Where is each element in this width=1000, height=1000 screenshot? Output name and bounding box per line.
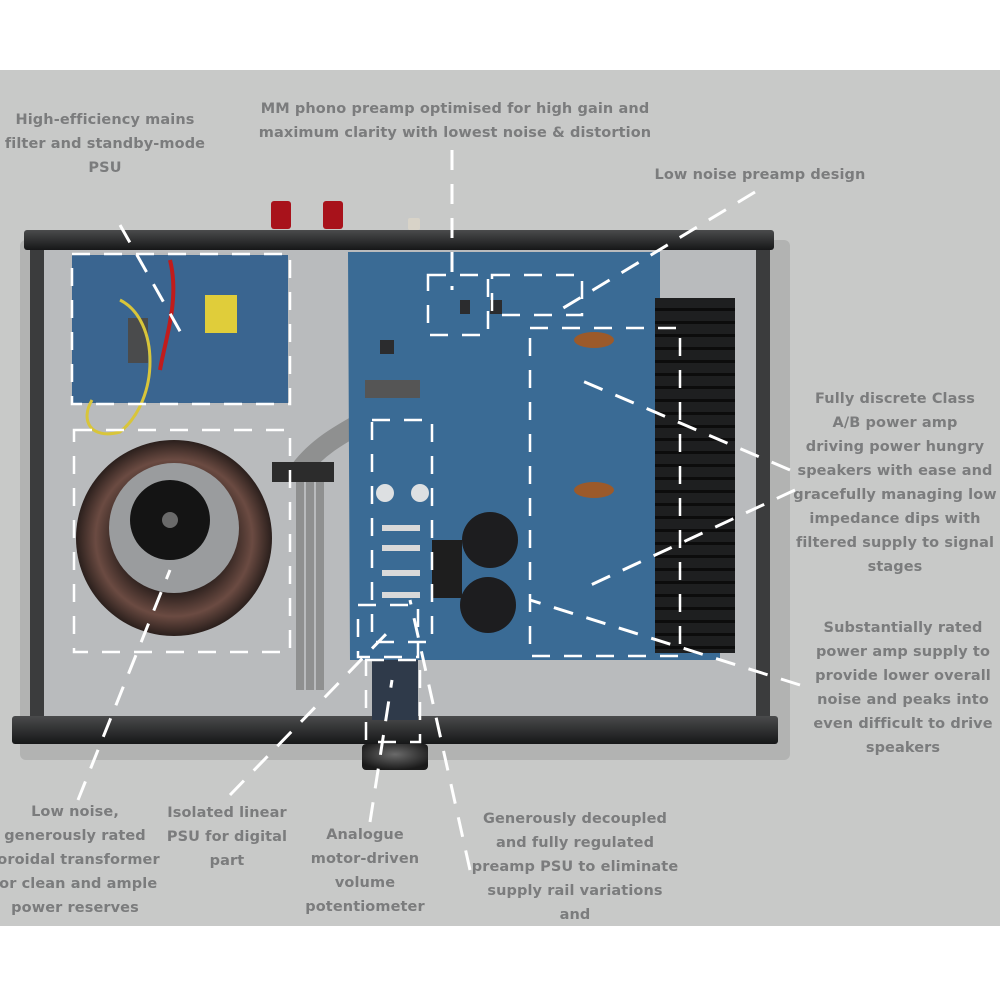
chassis-left-wall [30, 240, 44, 720]
fuse-3 [382, 570, 420, 576]
psu-filter-block [128, 318, 148, 363]
highlight-boxes [70, 252, 682, 744]
ribbon-connector [365, 380, 420, 398]
infographic-canvas: High-efficiency mains filter and standby… [0, 70, 1000, 926]
highlight-preamp [490, 273, 584, 317]
leader-preamp [559, 190, 756, 312]
output-inductor-2 [574, 482, 614, 498]
rear-terminal-rca [408, 218, 420, 230]
highlight-phono [426, 273, 490, 337]
highlight-preamp-psu [370, 418, 434, 644]
power-amp-heatsink [655, 298, 735, 653]
leader-power-supply [529, 598, 801, 687]
ribbon-cable [296, 470, 324, 690]
leader-toroid [76, 569, 172, 801]
rear-terminal-red-1 [271, 201, 291, 229]
psu-wire-yellow [85, 298, 152, 436]
leader-lines [76, 150, 801, 871]
reservoir-cap-2 [460, 577, 516, 633]
callout-mains-psu: High-efficiency mains filter and standby… [4, 112, 206, 176]
output-inductor-1 [574, 332, 614, 348]
highlight-toroid [72, 428, 292, 654]
rear-terminal-red-2 [323, 201, 343, 229]
highlight-power-amp [528, 326, 682, 658]
callout-volume: Analogue motor-driven volume potentiomet… [305, 827, 425, 915]
volume-potentiometer [372, 660, 418, 720]
callout-preamp-psu: Generously decoupled and fully regulated… [471, 811, 679, 923]
leader-mains-psu [118, 224, 187, 341]
leader-digital-psu [228, 628, 392, 797]
chassis-front-rail [12, 716, 778, 744]
callout-preamp: Low noise preamp design [654, 167, 866, 183]
highlight-mains-psu [70, 252, 292, 406]
fuse-4 [382, 592, 420, 598]
leader-power-amp-2 [579, 488, 796, 592]
amplifier-illustration [12, 150, 801, 871]
leader-volume [368, 679, 394, 823]
highlight-volume [364, 658, 422, 744]
preamp-ic-1 [460, 300, 470, 314]
small-cap-1 [376, 484, 394, 502]
reservoir-cap-1 [462, 512, 518, 568]
leader-power-amp-1 [579, 378, 791, 472]
small-cap-2 [411, 484, 429, 502]
callout-digital-psu: Isolated linear PSU for digital part [166, 805, 288, 869]
highlight-digital-psu [356, 603, 420, 659]
ic-chip [380, 340, 394, 354]
leader-preamp-psu [408, 599, 472, 871]
regulator-heatsink [432, 540, 462, 598]
callout-toroid: Low noise, generously rated toroidal tra… [0, 804, 160, 916]
chassis-rear-rail [24, 230, 774, 250]
callout-power-supply: Substantially rated power amp supply to … [813, 620, 993, 756]
fuse-1 [382, 525, 420, 531]
callout-power-amp: Fully discrete Class A/B power amp drivi… [793, 391, 997, 575]
toroid-bolt [162, 512, 178, 528]
fuse-2 [382, 545, 420, 551]
ribbon-clip [272, 462, 334, 482]
chassis-right-wall [756, 240, 770, 720]
callout-mm-phono: MM phono preamp optimised for high gain … [258, 101, 652, 141]
psu-wire-red [158, 259, 176, 371]
volume-knob [362, 744, 428, 770]
psu-transformer [205, 295, 237, 333]
